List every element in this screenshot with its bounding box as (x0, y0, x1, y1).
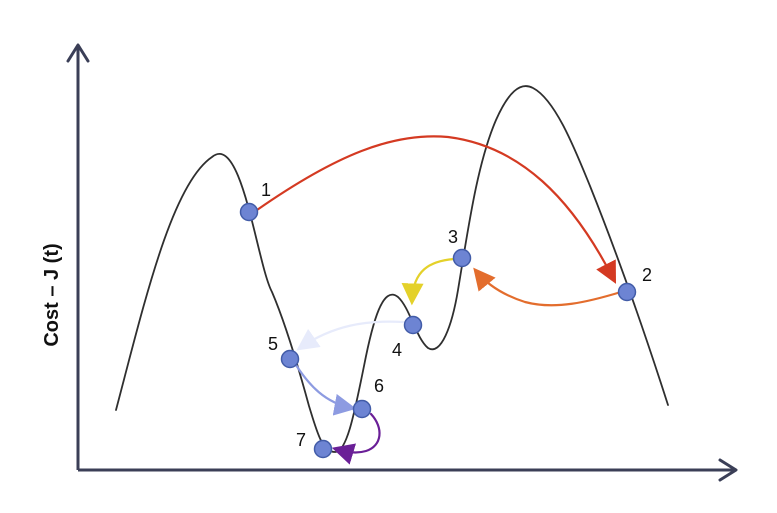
point-2 (617, 282, 637, 302)
point-5 (280, 349, 300, 369)
point-label-4: 4 (392, 340, 402, 360)
point-label-7: 7 (296, 430, 306, 450)
point-3 (452, 248, 472, 268)
point-1 (239, 202, 259, 222)
step-arrow-5-to-6 (294, 363, 357, 416)
step-arrow-3-to-4 (401, 257, 456, 306)
y-axis-label: Cost – J (t) (41, 243, 63, 346)
point-label-1: 1 (261, 180, 271, 200)
point-label-2: 2 (642, 265, 652, 285)
point-7 (313, 439, 333, 459)
point-4 (403, 315, 423, 335)
x-axis-arrowhead (718, 458, 738, 482)
step-arrow-4-to-5 (296, 320, 405, 351)
point-label-6: 6 (374, 376, 384, 396)
step-arrow-2-to-3 (473, 267, 623, 307)
step-arrow-6-to-7 (331, 412, 381, 465)
cost-curve (115, 85, 669, 453)
y-axis-arrowhead (66, 43, 90, 63)
point-label-3: 3 (448, 227, 458, 247)
point-6 (352, 399, 372, 419)
step-arrow-1-to-2 (255, 135, 617, 284)
point-label-5: 5 (268, 334, 278, 354)
